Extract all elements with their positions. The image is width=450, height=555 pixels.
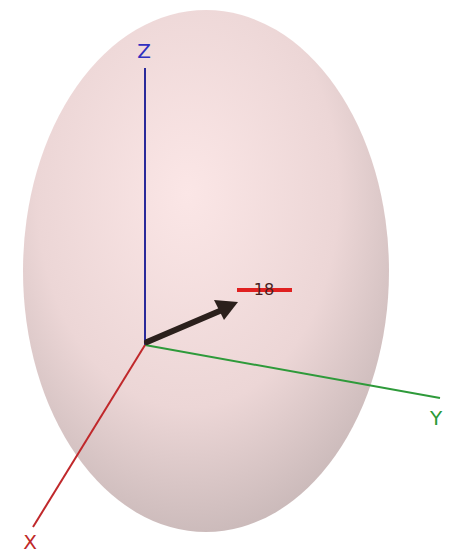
y-axis	[145, 345, 440, 398]
vector-shaft	[147, 310, 222, 342]
vector-head	[214, 300, 238, 320]
axis-label: Z	[137, 41, 151, 61]
axis-label: Y	[430, 408, 442, 428]
axis-label: X	[23, 532, 37, 552]
ellipsoid	[23, 10, 389, 532]
x-axis	[33, 345, 145, 527]
z-axis	[144, 68, 146, 345]
value-label: 18	[254, 282, 274, 298]
